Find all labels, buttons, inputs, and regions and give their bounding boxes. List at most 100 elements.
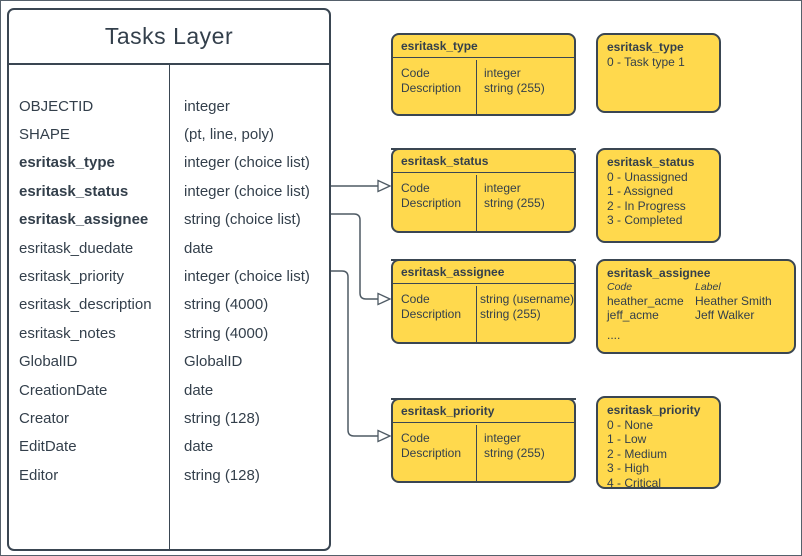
value-list-title: esritask_assignee (607, 266, 711, 280)
value-label: Jeff Walker (695, 308, 755, 322)
value-list-item: 3 - High (607, 461, 650, 475)
domain-field-name: Code (401, 292, 430, 306)
field-type: (pt, line, poly) (184, 126, 275, 144)
domain-field-name: Code (401, 66, 430, 80)
value-list-item: 0 - Unassigned (607, 169, 688, 184)
domain-field-name: Code (401, 431, 430, 445)
value-list-row: jeff_acme Jeff Walker (607, 308, 786, 323)
value-label: Heather Smith (695, 293, 772, 308)
column-header: Label (695, 280, 721, 293)
arrowhead-status (377, 179, 392, 193)
field-row: esritask_duedate date (9, 234, 329, 262)
field-type: date (184, 239, 214, 257)
field-row: CreationDate date (9, 376, 329, 404)
column-header: Code (607, 280, 633, 293)
value-list-assignee: esritask_assignee Code Label heather_acme H… (596, 259, 796, 354)
domain-field-type: integer (484, 431, 521, 445)
field-row: SHAPE (pt, line, poly) (9, 120, 329, 148)
field-type: string (4000) (184, 324, 269, 342)
domain-field-type: string (username) (479, 292, 574, 306)
value-list-item: 3 - Completed (607, 213, 683, 227)
field-row: EditDate date (9, 433, 329, 461)
domain-field-type: string (255) (484, 81, 545, 95)
field-type: integer (184, 97, 230, 115)
field-name: esritask_priority (19, 268, 125, 286)
field-name: OBJECTID (19, 97, 94, 115)
domain-field-type: integer (484, 66, 521, 80)
more-indicator: .... (607, 327, 621, 342)
field-name: GlobalID (19, 353, 78, 371)
domain-table-title: esritask_priority (393, 400, 574, 423)
domain-field-name: Description (401, 81, 462, 95)
field-name: CreationDate (19, 381, 108, 399)
field-row: esritask_priority integer (choice list) (9, 262, 329, 290)
value-list-title: esritask_priority (607, 403, 701, 417)
field-name: esritask_duedate (19, 239, 134, 257)
domain-field-name: Description (401, 196, 462, 210)
value-list-item: 0 - Task type 1 (607, 54, 685, 69)
connector-assignee (331, 213, 378, 300)
value-code: heather_acme (607, 293, 684, 308)
value-list-item: 1 - Low (607, 432, 647, 446)
column-divider (169, 65, 170, 549)
value-code: jeff_acme (607, 308, 659, 322)
arrowhead-priority (377, 429, 392, 443)
value-list-item: 2 - In Progress (607, 198, 686, 213)
value-list-item: 0 - None (607, 417, 654, 432)
field-name: esritask_assignee (19, 211, 149, 229)
connector-priority (331, 270, 378, 437)
domain-field-name: Description (401, 446, 462, 460)
domain-field-type: integer (484, 181, 521, 195)
domain-table-title: esritask_status (393, 150, 574, 173)
field-type: date (184, 381, 214, 399)
field-type: integer (choice list) (184, 182, 310, 200)
value-list-title: esritask_status (607, 155, 695, 169)
value-list-type: esritask_type 0 - Task type 1 (596, 33, 721, 113)
field-name: Creator (19, 409, 70, 427)
field-name: esritask_type (19, 154, 115, 172)
domain-table-title: esritask_type (393, 35, 574, 58)
domain-field-type: string (255) (479, 307, 541, 321)
arrowhead-assignee (377, 292, 392, 306)
column-divider (476, 175, 477, 231)
value-list-row: heather_acme Heather Smith (607, 294, 786, 309)
field-type: integer (choice list) (184, 154, 310, 172)
field-type: GlobalID (184, 353, 243, 371)
domain-field-type: string (255) (484, 446, 545, 460)
domain-field-name: Description (401, 307, 462, 321)
field-name: esritask_status (19, 182, 129, 200)
field-name: EditDate (19, 438, 77, 456)
field-name: SHAPE (19, 126, 70, 144)
domain-field-type: string (255) (484, 196, 545, 210)
value-list-title: esritask_type (607, 40, 684, 54)
domain-field-name: Code (401, 181, 430, 195)
field-row: GlobalID GlobalID (9, 348, 329, 376)
field-type: integer (choice list) (184, 268, 310, 286)
domain-table-title: esritask_assignee (393, 261, 574, 284)
column-divider (476, 286, 477, 342)
value-list-item: 2 - Medium (607, 446, 668, 461)
field-name: Editor (19, 466, 59, 484)
column-divider (476, 425, 477, 481)
field-row: OBJECTID integer (9, 92, 329, 120)
field-type: date (184, 438, 214, 456)
